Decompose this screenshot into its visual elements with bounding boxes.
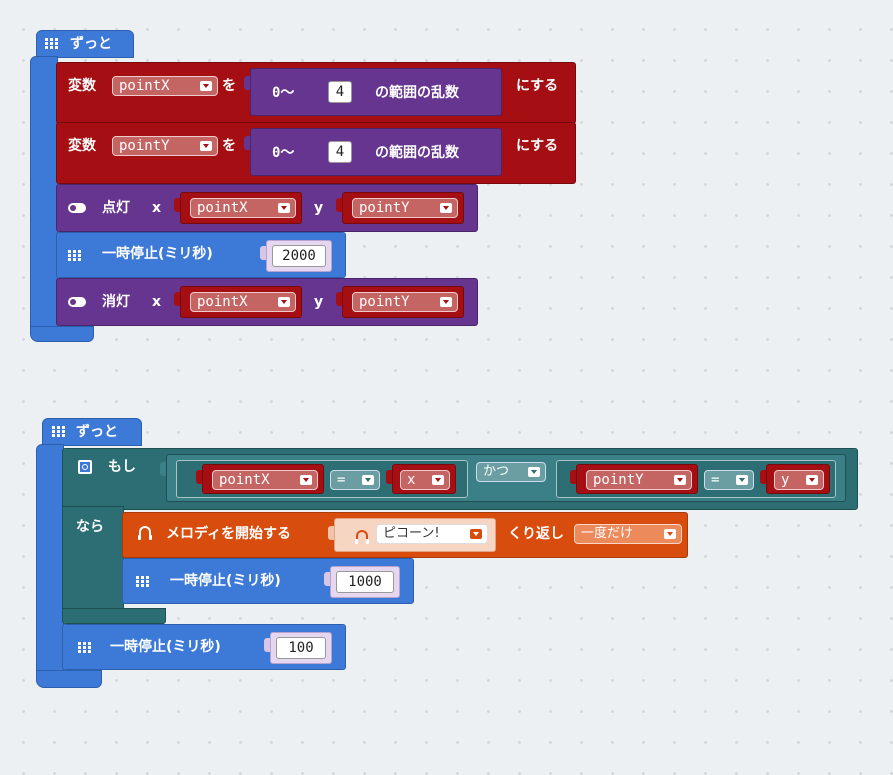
melody-label: メロディを開始する — [166, 526, 292, 542]
headphones-icon — [138, 526, 152, 540]
random-block-y[interactable] — [250, 128, 502, 176]
repeat-dropdown[interactable]: 一度だけ — [574, 524, 682, 544]
operator-dropdown[interactable]: = — [704, 470, 754, 490]
if-label: もし — [108, 459, 136, 475]
operator-dropdown[interactable]: = — [330, 470, 380, 490]
chevron-down-icon — [300, 475, 312, 485]
chevron-down-icon — [440, 203, 452, 213]
forever-label-1: ずっと — [70, 36, 112, 52]
set-to-label: を — [222, 78, 236, 94]
chevron-down-icon — [440, 297, 452, 307]
random-max-input[interactable]: 4 — [328, 81, 352, 103]
random-label: の範囲の乱数 — [375, 85, 459, 101]
repeat-label: くり返し — [508, 526, 564, 542]
grid-icon — [68, 250, 81, 261]
chevron-down-icon — [362, 475, 374, 485]
and-operator-dropdown[interactable]: かつ — [476, 462, 546, 482]
pause-label: 一時停止(ミリ秒) — [102, 246, 213, 262]
set-var-label: 変数 — [68, 138, 96, 154]
variable-dropdown-pointy[interactable]: pointY — [352, 292, 458, 312]
unplot-y-label: y — [314, 294, 324, 310]
grid-icon — [136, 576, 149, 587]
variable-dropdown-pointx[interactable]: pointX — [190, 198, 296, 218]
variable-dropdown-y[interactable]: y — [774, 470, 824, 490]
chevron-down-icon — [664, 529, 676, 539]
random-max-input[interactable]: 4 — [328, 141, 352, 163]
set-var-label: 変数 — [68, 78, 96, 94]
then-label: なら — [76, 519, 104, 535]
grid-icon — [78, 642, 91, 653]
chevron-down-icon — [674, 475, 686, 485]
chevron-down-icon — [278, 297, 290, 307]
plot-x-label: x — [152, 200, 162, 216]
plot-label: 点灯 — [102, 200, 130, 216]
toggle-icon — [68, 297, 86, 307]
grid-icon — [52, 426, 65, 437]
random-label: の範囲の乱数 — [375, 145, 459, 161]
chevron-down-icon — [278, 203, 290, 213]
grid-icon — [45, 38, 58, 49]
chevron-down-icon — [432, 475, 444, 485]
range-prefix: 0〜 — [272, 85, 295, 101]
variable-dropdown-x[interactable]: x — [400, 470, 450, 490]
variable-dropdown-pointy[interactable]: pointY — [586, 470, 692, 490]
forever-label-2: ずっと — [76, 424, 118, 440]
pause-ms-input[interactable]: 2000 — [272, 245, 326, 267]
set-suffix-label: にする — [516, 78, 559, 94]
forever-foot-1 — [30, 326, 94, 342]
forever-foot-2 — [36, 670, 102, 688]
random-block-x[interactable] — [250, 68, 502, 116]
set-to-label: を — [222, 138, 236, 154]
unplot-x-label: x — [152, 294, 162, 310]
chevron-down-icon — [200, 141, 212, 151]
chevron-down-icon — [736, 475, 748, 485]
pause-label: 一時停止(ミリ秒) — [170, 573, 281, 589]
if-foot — [62, 608, 166, 624]
variable-dropdown-pointx[interactable]: pointX — [112, 76, 218, 96]
toggle-icon — [68, 203, 86, 213]
melody-dropdown[interactable]: ピコーン! — [376, 524, 488, 544]
pause-ms-input[interactable]: 1000 — [336, 571, 394, 593]
gear-icon[interactable] — [78, 460, 92, 474]
variable-dropdown-pointx[interactable]: pointX — [212, 470, 318, 490]
range-prefix: 0〜 — [272, 145, 295, 161]
chevron-down-icon — [470, 529, 482, 539]
variable-dropdown-pointy[interactable]: pointY — [112, 136, 218, 156]
forever-arm-2 — [36, 444, 64, 686]
plot-y-label: y — [314, 200, 324, 216]
set-suffix-label: にする — [516, 138, 559, 154]
chevron-down-icon — [806, 475, 818, 485]
chevron-down-icon — [528, 467, 540, 477]
headphones-icon — [355, 530, 369, 544]
forever-arm-1 — [30, 56, 58, 340]
variable-dropdown-pointx[interactable]: pointX — [190, 292, 296, 312]
pause-label: 一時停止(ミリ秒) — [110, 639, 221, 655]
unplot-label: 消灯 — [102, 294, 130, 310]
pause-ms-input[interactable]: 100 — [276, 637, 326, 659]
variable-dropdown-pointy[interactable]: pointY — [352, 198, 458, 218]
chevron-down-icon — [200, 81, 212, 91]
